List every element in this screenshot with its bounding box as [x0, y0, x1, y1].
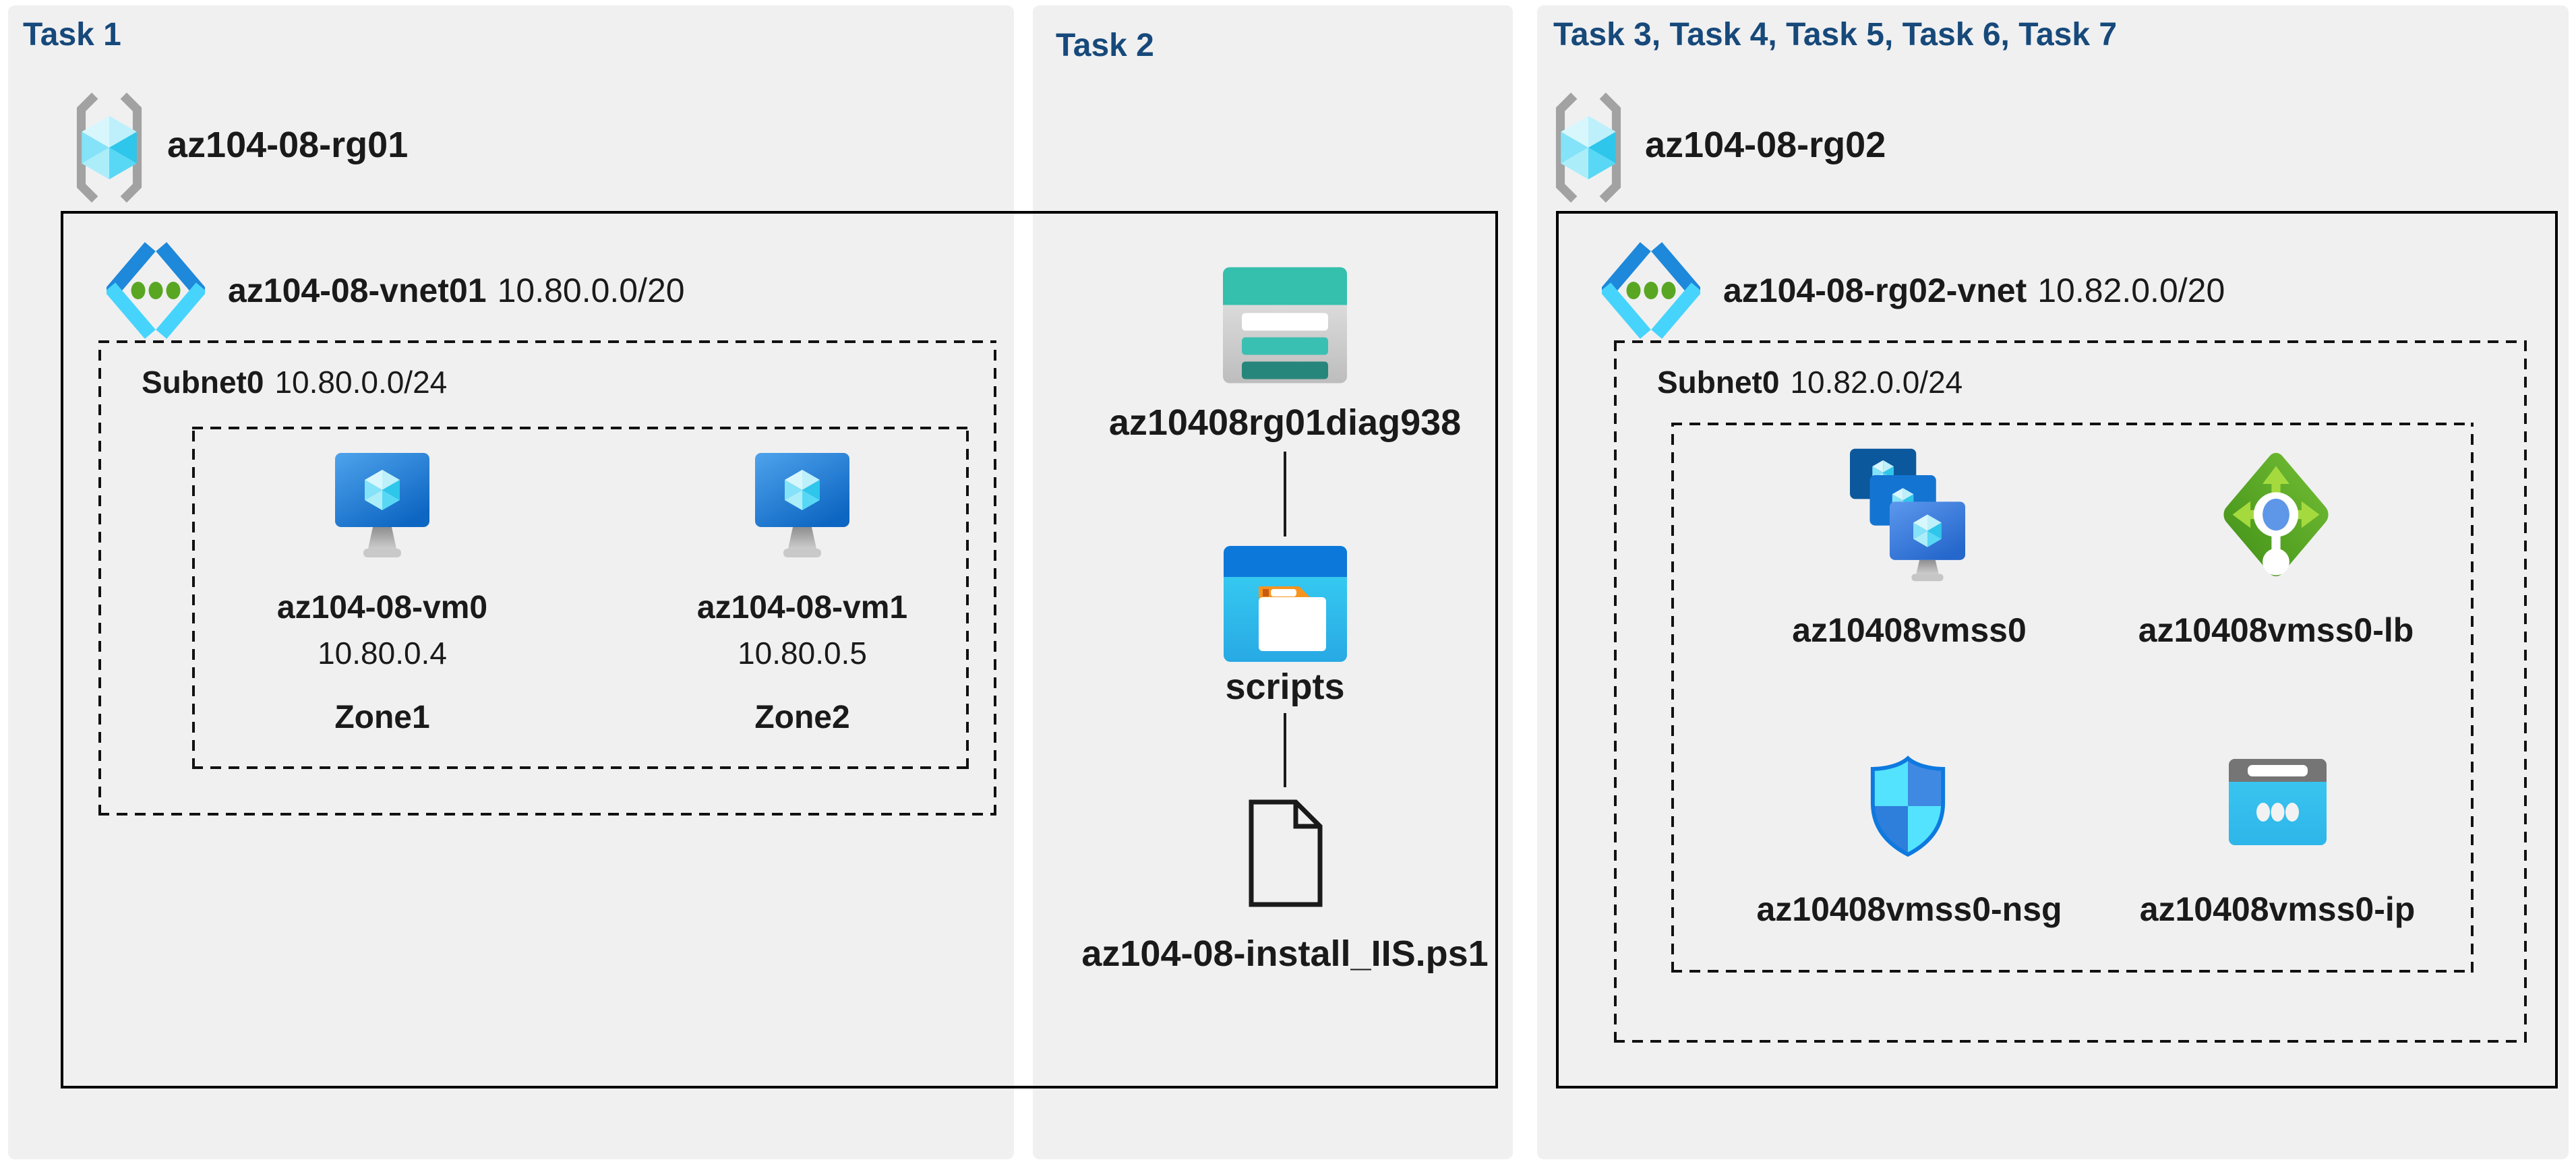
vnet-name: az104-08-vnet01: [228, 272, 487, 309]
load-balancer-icon: [2215, 443, 2337, 586]
subnet1-name: Subnet0: [142, 365, 264, 400]
subnet2-cidr: 10.82.0.0/24: [1790, 365, 1963, 400]
vm-ip: 10.80.0.4: [318, 636, 447, 671]
public-ip-name: az10408vmss0-ip: [2139, 890, 2416, 928]
vnet-label: az104-08-vnet01 10.80.0.0/20: [228, 271, 685, 310]
vnet-label: az104-08-rg02-vnet 10.82.0.0/20: [1723, 271, 2225, 310]
task3-header: Task 3, Task 4, Task 5, Task 6, Task 7: [1553, 17, 2118, 53]
resource-group-name: az104-08-rg02: [1645, 125, 1886, 165]
virtual-machine-icon: [755, 453, 849, 569]
connector-container-to-file: [1284, 713, 1286, 787]
storage-account-icon: [1223, 266, 1347, 384]
vmss-resources-boundary: [1671, 423, 2474, 973]
vnet2-boundary: [1556, 211, 2558, 1088]
vm-name: az104-08-vm0: [276, 590, 488, 625]
public-ip-icon: [2229, 759, 2327, 845]
resource-group-icon: [1551, 92, 1626, 204]
resource-group-name: az104-08-rg01: [167, 125, 409, 165]
virtual-machine-icon: [335, 453, 429, 569]
vm-zone: Zone2: [754, 700, 850, 735]
vnet-cidr: 10.82.0.0/20: [2037, 272, 2225, 309]
subnet1-cidr: 10.80.0.0/24: [274, 365, 448, 400]
subnet2-name: Subnet0: [1657, 365, 1780, 400]
subnet1-label: Subnet0 10.80.0.0/24: [142, 364, 447, 400]
vm-zone: Zone1: [334, 700, 430, 735]
subnet2-label: Subnet0 10.82.0.0/24: [1657, 364, 1963, 400]
vm-ip: 10.80.0.5: [738, 636, 867, 671]
load-balancer-name: az10408vmss0-lb: [2138, 611, 2414, 649]
vm-name: az104-08-vm1: [696, 590, 908, 625]
script-file-icon: [1245, 795, 1327, 911]
task1-header: Task 1: [23, 17, 121, 53]
storage-account-name: az10408rg01diag938: [1108, 402, 1462, 443]
virtual-network-icon: [107, 241, 205, 340]
connector-storage-to-container: [1284, 452, 1286, 536]
virtual-network-icon: [1602, 241, 1700, 340]
vmss-icon: [1850, 448, 1966, 582]
blob-container-name: scripts: [1225, 667, 1345, 707]
nsg-name: az10408vmss0-nsg: [1756, 890, 2062, 928]
vmss-name: az10408vmss0: [1792, 611, 2027, 649]
script-file-name: az104-08-install_IIS.ps1: [1081, 933, 1489, 974]
vnet-name: az104-08-rg02-vnet: [1723, 272, 2027, 309]
task2-header: Task 2: [1056, 28, 1154, 63]
vnet-cidr: 10.80.0.0/20: [497, 272, 685, 309]
blob-container-icon: [1224, 546, 1347, 662]
nsg-icon: [1866, 754, 1950, 860]
resource-group-icon: [71, 92, 147, 204]
vnet1-boundary: [61, 211, 1498, 1088]
